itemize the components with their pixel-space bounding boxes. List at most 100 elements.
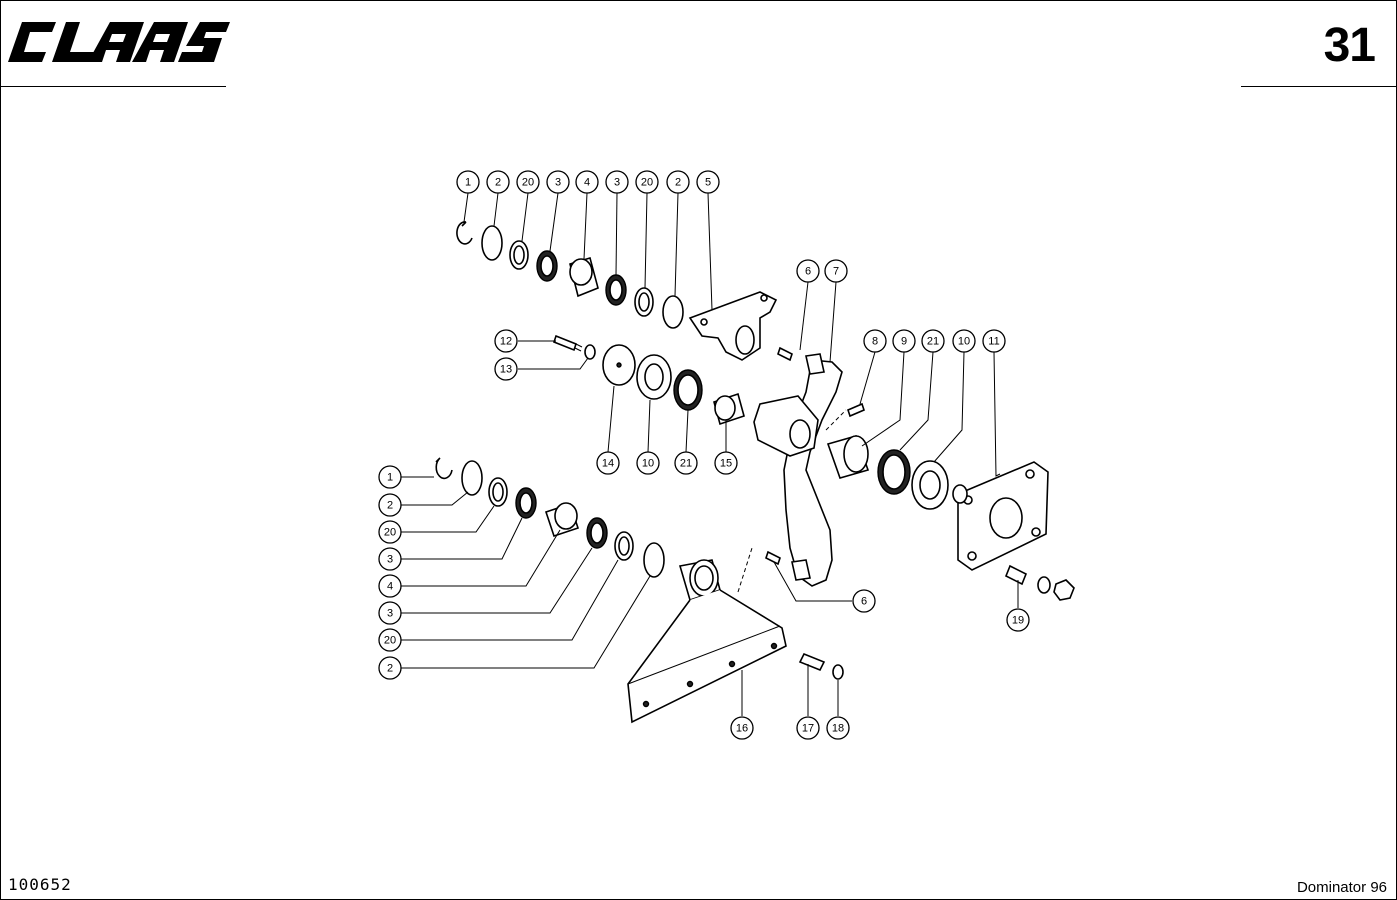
flange-housing-bore xyxy=(989,497,1023,539)
callout-label: 1 xyxy=(387,472,393,484)
callout-left-20b: 20 xyxy=(378,628,402,652)
callout-13: 13 xyxy=(494,357,518,381)
callout-circle xyxy=(824,259,848,283)
callout-label: 1 xyxy=(465,177,471,189)
callout-left-2a: 2 xyxy=(378,493,402,517)
large-bearing-inner-2 xyxy=(882,454,906,490)
claas-logo xyxy=(8,22,230,62)
callout-12: 12 xyxy=(494,329,518,353)
callout-circle xyxy=(378,547,402,571)
callout-label: 21 xyxy=(927,336,939,348)
callout-21a: 21 xyxy=(921,329,945,353)
callout-circle xyxy=(714,451,738,475)
callout-label: 18 xyxy=(832,723,844,735)
leader-lines xyxy=(401,192,1019,716)
lever-arm-part xyxy=(783,359,843,587)
callout-label: 19 xyxy=(1012,615,1024,627)
callout-label: 9 xyxy=(901,336,907,348)
mounting-plate-part xyxy=(627,589,787,724)
plate-bolt-part xyxy=(798,652,826,672)
bearing-inner xyxy=(540,255,554,277)
callout-label: 10 xyxy=(958,336,970,348)
callout-circle xyxy=(863,329,887,353)
plate-hole xyxy=(642,700,650,708)
spacer-ring-inner-4 xyxy=(618,536,630,556)
callout-10b: 10 xyxy=(636,451,660,475)
dowel-pin-part xyxy=(847,402,865,418)
callout-left-3a: 3 xyxy=(378,547,402,571)
middle-row-parts xyxy=(553,334,1075,601)
ring-part-4 xyxy=(643,542,665,578)
callout-label: 15 xyxy=(720,458,732,470)
lever-pin-top xyxy=(805,353,825,375)
lower-row-parts xyxy=(435,457,844,724)
callout-10a: 10 xyxy=(952,329,976,353)
callout-circle xyxy=(378,465,402,489)
bolt-part xyxy=(553,334,577,352)
callout-label: 3 xyxy=(614,177,620,189)
bolt-thread xyxy=(574,343,583,352)
plate-hole-3 xyxy=(728,660,736,668)
callout-label: 5 xyxy=(705,177,711,189)
callout-circle xyxy=(666,170,690,194)
callout-18: 18 xyxy=(826,716,850,740)
callout-circle xyxy=(378,520,402,544)
callout-circle xyxy=(852,589,876,613)
flange-bolt-hole xyxy=(1025,469,1035,479)
callout-label: 17 xyxy=(802,723,814,735)
flange-washer-part xyxy=(1037,576,1051,594)
callout-circle xyxy=(596,451,620,475)
callout-label: 3 xyxy=(555,177,561,189)
callout-6b: 6 xyxy=(852,589,876,613)
callout-label: 21 xyxy=(680,458,692,470)
bracket-part xyxy=(688,291,778,361)
callout-circle xyxy=(378,493,402,517)
callout-14: 14 xyxy=(596,451,620,475)
callout-circle xyxy=(696,170,720,194)
tube-bore-inner xyxy=(694,565,714,591)
callout-label: 3 xyxy=(387,554,393,566)
spacer-ring-inner-2 xyxy=(638,292,650,312)
callout-circle xyxy=(982,329,1006,353)
callout-circle xyxy=(796,716,820,740)
callout-circle xyxy=(730,716,754,740)
ring-part-3 xyxy=(461,460,483,496)
callout-top-2a: 2 xyxy=(486,170,510,194)
flange-nut-part xyxy=(1053,579,1075,601)
callout-19: 19 xyxy=(1006,608,1030,632)
callout-label: 2 xyxy=(387,500,393,512)
mounting-plate-edge xyxy=(627,625,781,685)
document-code: 100652 xyxy=(8,875,72,894)
spacer-ring-inner-3 xyxy=(492,482,504,502)
callout-circle xyxy=(378,574,402,598)
callout-top-3a: 3 xyxy=(546,170,570,194)
circlip-part xyxy=(456,221,473,245)
top-row-parts xyxy=(456,221,778,361)
seal-ring-inner xyxy=(644,363,664,391)
callout-circle xyxy=(921,329,945,353)
callout-circle xyxy=(378,601,402,625)
callout-circle xyxy=(796,259,820,283)
callout-label: 3 xyxy=(387,608,393,620)
callout-circle xyxy=(635,170,659,194)
callout-circle xyxy=(494,329,518,353)
bushing-end xyxy=(569,258,593,286)
lever-hub-bore xyxy=(789,419,811,449)
callout-8: 8 xyxy=(863,329,887,353)
callout-circle xyxy=(636,451,660,475)
header-rule-left xyxy=(0,86,226,87)
callout-label: 4 xyxy=(387,581,393,593)
callout-top-1: 1 xyxy=(456,170,480,194)
callout-top-2b: 2 xyxy=(666,170,690,194)
seal-ring-inner-2 xyxy=(919,470,941,500)
callout-left-2b: 2 xyxy=(378,656,402,680)
callout-label: 20 xyxy=(384,527,396,539)
sleeve-bushing-end xyxy=(843,435,869,473)
callout-circle xyxy=(546,170,570,194)
callout-circle xyxy=(494,357,518,381)
callout-top-20a: 20 xyxy=(516,170,540,194)
callout-label: 6 xyxy=(805,266,811,278)
lever-pin-bottom xyxy=(791,559,811,581)
washer-part xyxy=(584,344,596,360)
callout-circle xyxy=(486,170,510,194)
